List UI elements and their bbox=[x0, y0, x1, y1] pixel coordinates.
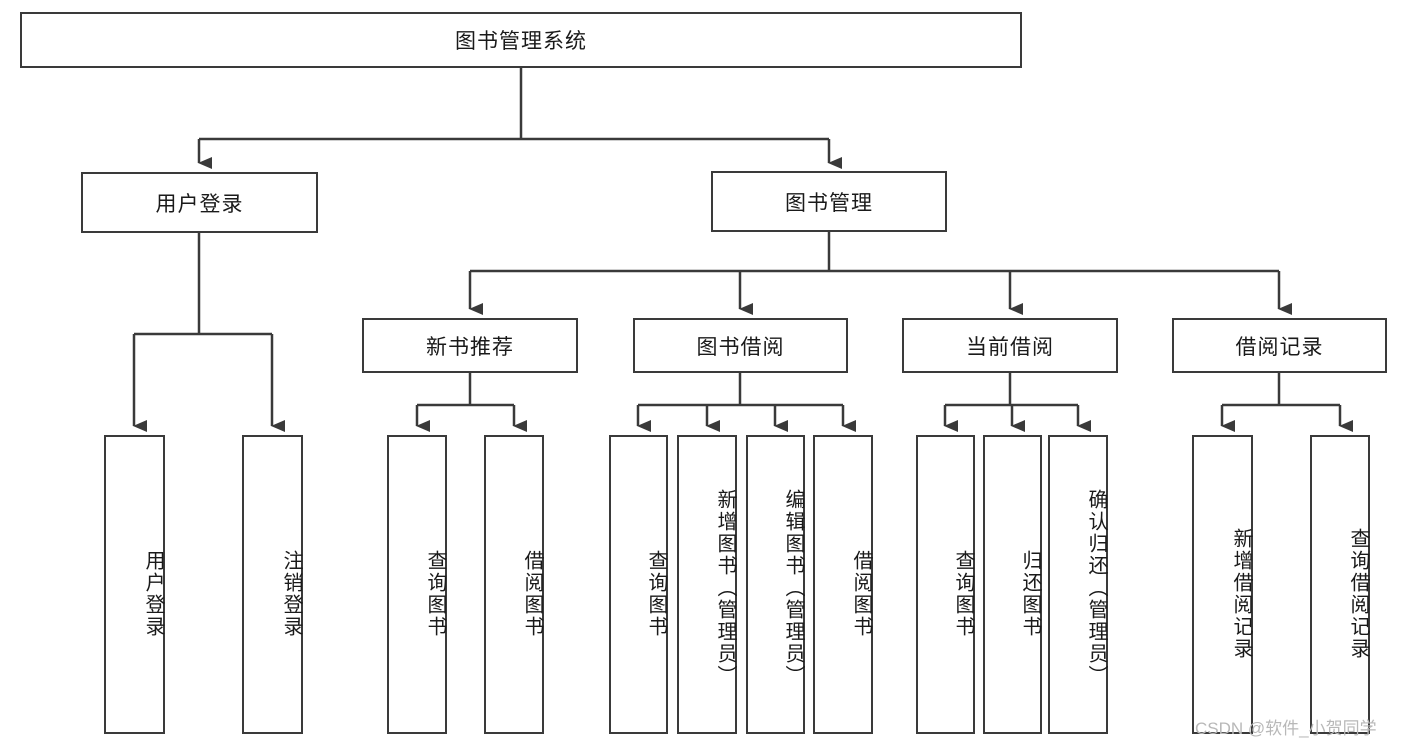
leaf-query-book-recommend-label: 查询图书 bbox=[424, 549, 446, 638]
leaf-query-book-recommend[interactable]: 查询图书 bbox=[387, 435, 447, 734]
node-user-login[interactable]: 用户登录 bbox=[81, 172, 318, 233]
leaf-query-borrow-record-label: 查询借阅记录 bbox=[1347, 527, 1369, 660]
leaf-logout-label: 注销登录 bbox=[280, 549, 302, 638]
node-book-management[interactable]: 图书管理 bbox=[711, 171, 947, 232]
node-book-management-label: 图书管理 bbox=[785, 191, 873, 215]
node-borrow-record-label: 借阅记录 bbox=[1235, 335, 1324, 359]
leaf-return-book-label: 归还图书 bbox=[1019, 549, 1041, 638]
leaf-user-login-label: 用户登录 bbox=[142, 549, 164, 638]
leaf-edit-book-admin-label: 编辑图书（管理员） bbox=[782, 488, 804, 687]
leaf-borrow-book[interactable]: 借阅图书 bbox=[813, 435, 873, 734]
csdn-watermark: CSDN @软件_小贺同学 bbox=[1195, 719, 1377, 738]
leaf-add-borrow-record-label: 新增借阅记录 bbox=[1230, 527, 1252, 660]
node-new-book-recommend-label: 新书推荐 bbox=[426, 335, 514, 359]
leaf-logout[interactable]: 注销登录 bbox=[242, 435, 303, 734]
node-user-login-label: 用户登录 bbox=[155, 192, 244, 216]
node-current-borrow-label: 当前借阅 bbox=[966, 335, 1054, 359]
node-borrow-record[interactable]: 借阅记录 bbox=[1172, 318, 1387, 373]
node-book-borrow-label: 图书借阅 bbox=[696, 335, 785, 359]
leaf-confirm-return-admin[interactable]: 确认归还（管理员） bbox=[1048, 435, 1108, 734]
node-new-book-recommend[interactable]: 新书推荐 bbox=[362, 318, 578, 373]
leaf-query-book-borrow-label: 查询图书 bbox=[645, 549, 667, 638]
leaf-borrow-book-recommend[interactable]: 借阅图书 bbox=[484, 435, 544, 734]
leaf-add-book-admin-label: 新增图书（管理员） bbox=[714, 488, 736, 687]
leaf-borrow-book-label: 借阅图书 bbox=[850, 549, 872, 638]
node-current-borrow[interactable]: 当前借阅 bbox=[902, 318, 1118, 373]
leaf-add-borrow-record[interactable]: 新增借阅记录 bbox=[1192, 435, 1253, 734]
leaf-return-book[interactable]: 归还图书 bbox=[983, 435, 1042, 734]
leaf-query-borrow-record[interactable]: 查询借阅记录 bbox=[1310, 435, 1370, 734]
leaf-confirm-return-admin-label: 确认归还（管理员） bbox=[1085, 488, 1107, 687]
node-book-borrow[interactable]: 图书借阅 bbox=[633, 318, 848, 373]
node-root-label: 图书管理系统 bbox=[455, 30, 587, 53]
leaf-edit-book-admin[interactable]: 编辑图书（管理员） bbox=[746, 435, 805, 734]
node-root[interactable]: 图书管理系统 bbox=[20, 12, 1022, 68]
leaf-query-book-current-label: 查询图书 bbox=[952, 549, 974, 638]
leaf-add-book-admin[interactable]: 新增图书（管理员） bbox=[677, 435, 737, 734]
leaf-query-book-borrow[interactable]: 查询图书 bbox=[609, 435, 668, 734]
leaf-query-book-current[interactable]: 查询图书 bbox=[916, 435, 975, 734]
leaf-user-login[interactable]: 用户登录 bbox=[104, 435, 165, 734]
leaf-borrow-book-recommend-label: 借阅图书 bbox=[521, 549, 543, 638]
